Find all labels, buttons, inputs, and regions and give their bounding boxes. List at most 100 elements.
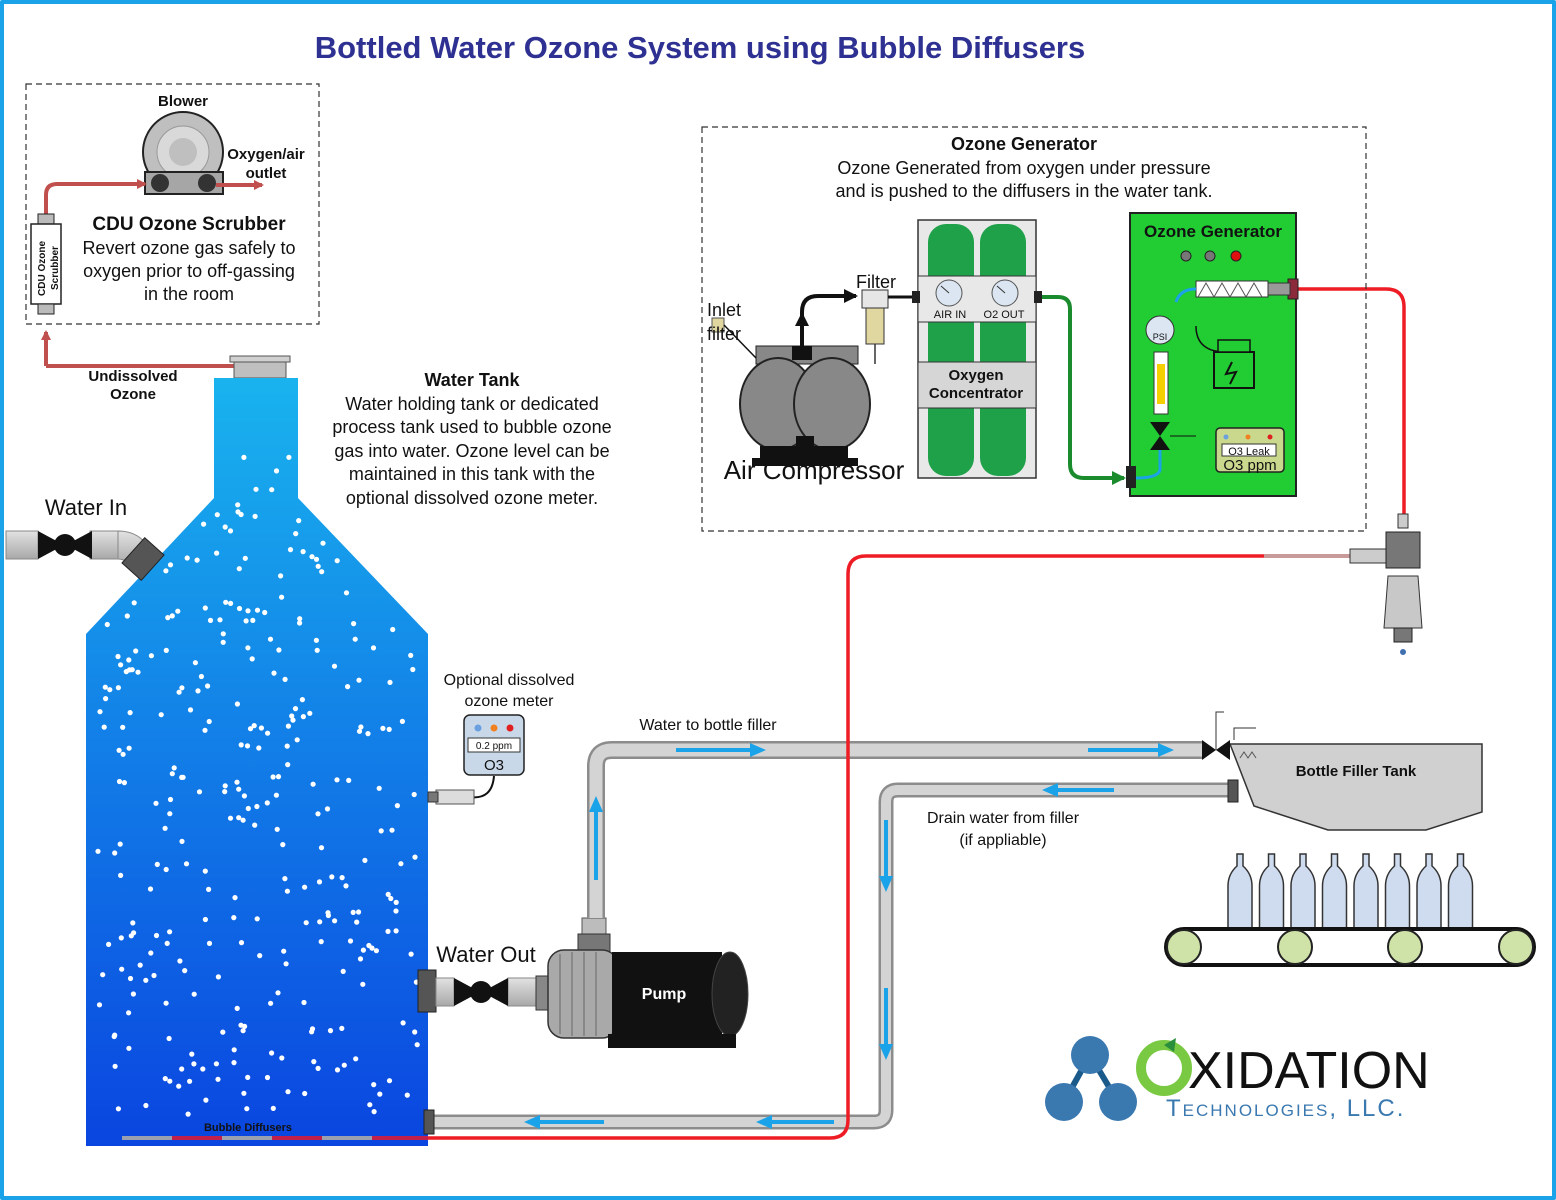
bubble — [167, 1078, 173, 1084]
o3-ppm-label: O3 ppm — [1223, 457, 1276, 474]
ozone-line — [1296, 287, 1406, 514]
generator-box — [701, 126, 1367, 532]
bubble — [334, 777, 340, 783]
outlet-label-2: outlet — [246, 165, 287, 182]
bubble — [202, 727, 208, 733]
bubble — [133, 648, 139, 654]
psi-label: PSI — [1153, 332, 1168, 342]
bubble — [163, 647, 169, 654]
water-out-valve — [454, 978, 508, 1006]
bubble — [179, 838, 185, 845]
bubble — [285, 723, 291, 729]
bubble — [254, 803, 260, 810]
bubble — [236, 566, 242, 572]
bubble — [257, 953, 263, 959]
bubble — [121, 780, 127, 786]
bubble — [356, 909, 362, 915]
bubble — [252, 513, 258, 520]
oxygen-line — [1042, 295, 1126, 485]
bubble — [163, 1000, 169, 1006]
bubble — [127, 975, 134, 982]
air-filter — [861, 289, 918, 364]
bubble — [236, 786, 242, 792]
bubble — [393, 899, 399, 906]
bubble — [162, 825, 168, 831]
bubble — [236, 815, 242, 821]
bubble — [325, 910, 331, 916]
bubble — [214, 550, 220, 556]
bubble — [256, 745, 262, 751]
bubble — [385, 928, 391, 935]
ozone-scrubber-cartridge: CDU Ozone Scrubber — [30, 213, 62, 315]
bubble — [143, 1102, 149, 1109]
bubble — [242, 1023, 248, 1029]
bubble — [247, 726, 254, 732]
bubble — [153, 932, 160, 939]
ozone-generator-unit — [1126, 212, 1299, 497]
bubble — [220, 1029, 226, 1035]
bubble — [206, 718, 212, 725]
compressor-label: Air Compressor — [724, 455, 905, 485]
bottle — [1447, 853, 1474, 929]
bubble — [227, 815, 234, 821]
bubble — [282, 676, 288, 683]
bubble — [284, 888, 290, 894]
water-in-valve — [38, 531, 92, 559]
bubble — [410, 666, 416, 673]
bottle — [1384, 853, 1411, 929]
bubble — [317, 919, 323, 925]
bubble — [270, 774, 276, 780]
bubble — [176, 689, 182, 695]
bubble — [284, 743, 290, 749]
bubble — [120, 724, 126, 730]
bubble — [390, 626, 396, 633]
bubble — [202, 868, 208, 874]
bubble — [412, 854, 418, 860]
bubble — [339, 1025, 345, 1031]
bubble — [377, 1091, 383, 1097]
bubble — [296, 518, 302, 524]
bubble — [365, 731, 371, 737]
bubble — [315, 563, 321, 569]
bubble — [302, 884, 308, 890]
oxidation-logo — [1045, 1036, 1192, 1121]
undissolved-label-1: Undissolved — [88, 368, 177, 385]
bubble — [268, 1000, 274, 1006]
meter-label-1: Optional dissolved — [444, 672, 575, 689]
bubble — [310, 781, 316, 787]
bubble — [130, 920, 136, 926]
bubble — [343, 590, 350, 596]
bottle — [1353, 853, 1379, 929]
bubble — [313, 556, 320, 562]
bubble — [222, 524, 228, 530]
pump — [535, 917, 749, 1048]
bubble — [175, 608, 181, 614]
bubble — [297, 616, 303, 622]
bubble — [339, 875, 345, 881]
bubble — [386, 726, 392, 733]
bubble — [235, 502, 241, 508]
bubble — [206, 886, 212, 893]
bubble — [231, 1060, 237, 1066]
bubble — [148, 653, 154, 659]
bubble — [169, 613, 175, 619]
scrubber-to-blower-arrow — [44, 179, 147, 220]
tank-desc-4: maintained in this tank with the — [349, 464, 595, 484]
bubble — [347, 938, 354, 944]
bubble — [143, 977, 149, 983]
bubble — [227, 528, 234, 534]
tank-desc-2: process tank used to bubble ozone — [332, 417, 611, 437]
scrubber-desc-3: in the room — [144, 284, 234, 304]
bubble — [356, 728, 363, 734]
bubble — [319, 569, 325, 575]
water-in-label: Water In — [45, 495, 127, 520]
bubble — [371, 1109, 377, 1115]
bubble — [202, 916, 208, 923]
meter-label-2: ozone meter — [465, 693, 555, 710]
bubble — [179, 685, 185, 691]
bubble — [400, 1020, 406, 1026]
bubble — [116, 778, 123, 785]
bubble — [163, 568, 169, 574]
bubble — [124, 613, 130, 619]
drain-label-2: (if appliable) — [959, 832, 1046, 849]
